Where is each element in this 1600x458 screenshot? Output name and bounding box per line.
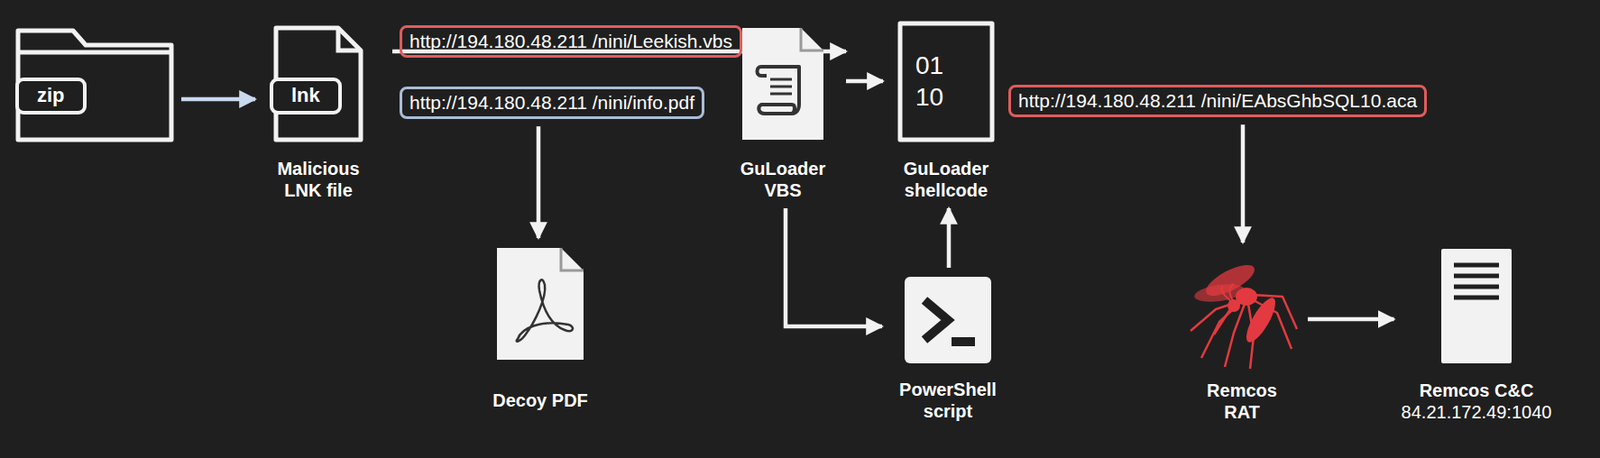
acrobat-symbol [516, 279, 573, 341]
flow-arrow [181, 97, 256, 102]
url-text: http://194.180.48.211 /nini/Leekish.vbs [409, 30, 733, 53]
scroll-line [770, 92, 792, 96]
server-slot [1453, 285, 1499, 290]
terminal-shape [904, 276, 992, 364]
mosquito-leg [1190, 300, 1243, 332]
lnk-file-icon: lnkMalicious LNK file [262, 25, 375, 202]
page-fold [338, 27, 361, 51]
url-box: http://194.180.48.211 /nini/Leekish.vbs [399, 25, 743, 58]
icon-area [1183, 249, 1301, 373]
scroll-line [770, 85, 792, 89]
url-box: http://194.180.48.211 /nini/info.pdf [399, 86, 705, 120]
mosquito-leg [1251, 294, 1297, 330]
url-box: http://194.180.48.211 /nini/EAbsGhbSQL10… [1008, 84, 1427, 118]
icon-area: zip [15, 25, 175, 143]
icon-area: lnk [273, 25, 364, 143]
prompt-chevron [924, 300, 948, 341]
vbs-script-icon: GuLoader VBS [726, 25, 839, 202]
address-text: 84.21.172.49:1040 [1401, 401, 1553, 423]
page-shape [496, 248, 584, 360]
url-text: http://194.180.48.211 /nini/EAbsGhbSQL10… [1018, 90, 1417, 112]
powershell-icon-graphic [902, 275, 994, 366]
icon-area: 01 10 [897, 20, 995, 143]
pdf-icon: Decoy PDF [477, 245, 604, 412]
page-shape [742, 27, 824, 140]
icon-area [494, 245, 587, 363]
server-slot [1453, 295, 1499, 301]
flow-arrow [536, 126, 542, 239]
remcos-icon: Remcos RAT [1183, 249, 1301, 423]
server-icon: Remcos C&C84.21.172.49:1040 [1401, 245, 1553, 423]
server-slot [1453, 263, 1499, 268]
mosquito-proboscis [1213, 309, 1231, 335]
node-label: Remcos RAT [1192, 379, 1292, 423]
mosquito-leg [1248, 303, 1254, 369]
page-fold [800, 27, 824, 51]
file-type-badge: lnk [269, 77, 342, 115]
flow-arrow [947, 208, 952, 268]
shellcode-icon: 01 10 GuLoader shellcode [890, 20, 1003, 202]
icon-area [902, 275, 994, 366]
server-icon-graphic [1437, 245, 1516, 368]
file-type-badge: zip [15, 77, 87, 115]
flow-arrow [845, 79, 883, 84]
flow-arrow [1241, 124, 1246, 243]
icon-area [739, 25, 827, 143]
remcos-icon-graphic [1183, 249, 1301, 373]
node-label: Decoy PDF [477, 389, 604, 412]
node-label: Malicious LNK file [262, 157, 375, 202]
scroll-symbol [757, 66, 800, 114]
flow-arrow [1307, 317, 1395, 322]
node-label: GuLoader shellcode [890, 157, 1003, 202]
icon-area [1437, 245, 1516, 368]
pdf-icon-graphic [494, 245, 587, 363]
node-label: GuLoader VBS [726, 157, 839, 202]
server-shape [1441, 248, 1512, 364]
url-text: http://194.180.48.211 /nini/info.pdf [409, 91, 695, 114]
scroll-line [770, 78, 792, 82]
node-label: Remcos C&C [1401, 379, 1553, 402]
server-slot [1453, 274, 1499, 279]
zip-archive-icon: zip [15, 25, 175, 143]
vbs-script-icon-graphic [739, 25, 827, 143]
mosquito-leg [1250, 298, 1292, 350]
folder-tab-line [18, 50, 172, 56]
page-fold [560, 248, 584, 271]
binary-text: 01 10 [915, 49, 952, 113]
flow-arrow [785, 208, 883, 327]
node-label: PowerShell script [889, 378, 1007, 423]
prompt-underscore [951, 337, 975, 347]
page-outline [900, 23, 993, 140]
powershell-icon: PowerShell script [889, 275, 1007, 423]
mosquito-antenna [1221, 284, 1234, 303]
shellcode-icon-graphic [897, 20, 995, 143]
